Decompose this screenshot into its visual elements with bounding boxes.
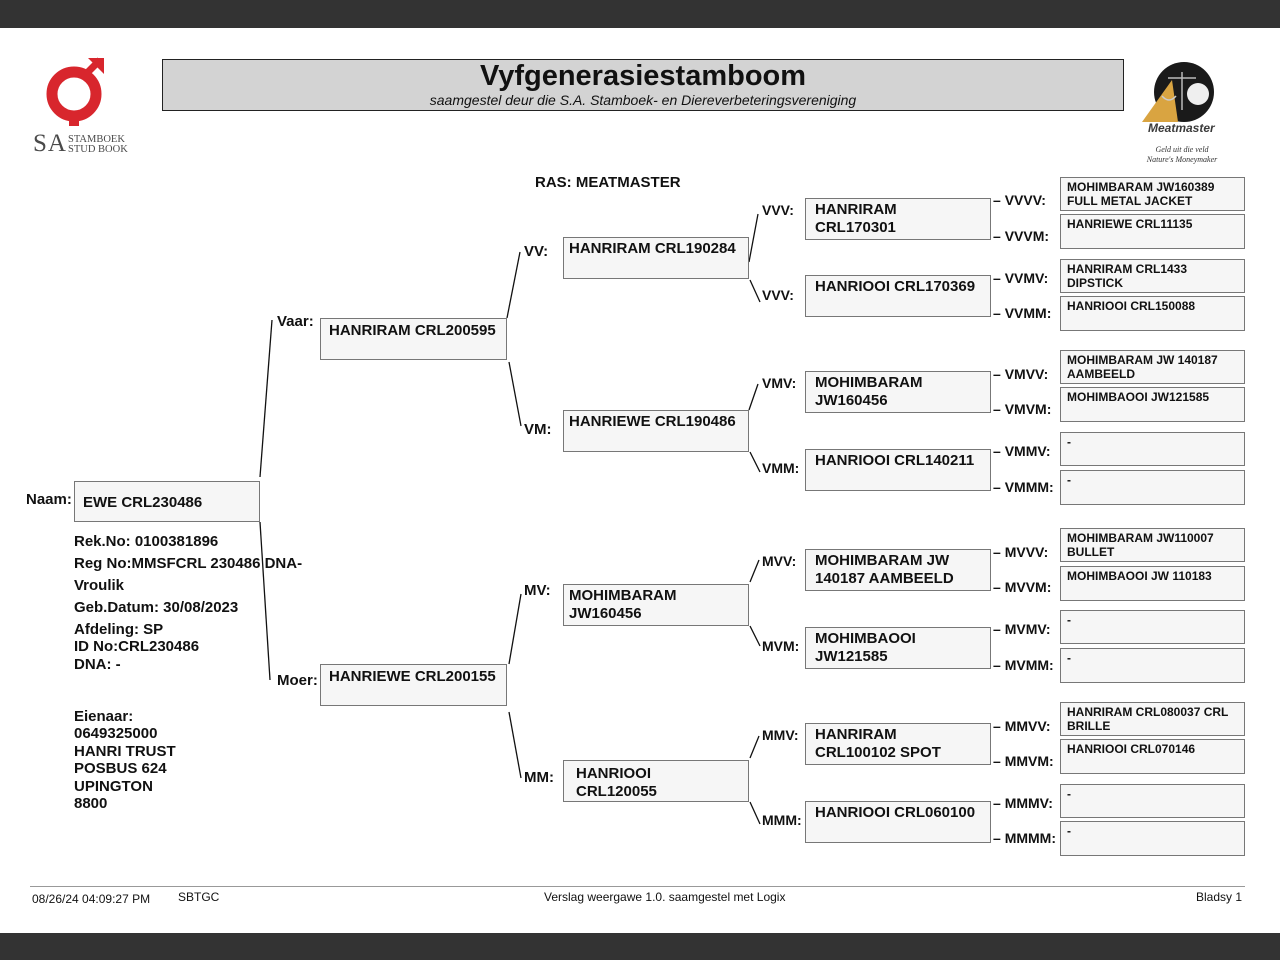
title-box: Vyfgenerasiestamboom saamgestel deur die…: [162, 59, 1124, 111]
section: Afdeling: SP: [74, 621, 164, 638]
gen4-box-vmvv: MOHIMBARAM JW 140187 AAMBEELD: [1060, 350, 1245, 384]
gen2-box-mm: HANRIOOI CRL120055: [563, 760, 749, 802]
gen4-label-vvvm: – VVVM:: [993, 228, 1050, 244]
gen4-box-mvvv: MOHIMBARAM JW110007 BULLET: [1060, 528, 1245, 562]
gen4-box-mmvm: HANRIOOI CRL070146: [1060, 739, 1245, 774]
gen4-box-mvmv: -: [1060, 610, 1245, 644]
dam-box: HANRIEWE CRL200155: [320, 664, 507, 706]
gen4-label-mmmv: – MMMV:: [993, 795, 1053, 811]
gen4-box-mvmm: -: [1060, 648, 1245, 683]
owner-line: POSBUS 624: [74, 760, 167, 778]
studbook-logo-text: STAMBOEK STUD BOOK: [68, 134, 128, 155]
owner-line: 8800: [74, 795, 108, 813]
gen4-box-mmvv: HANRIRAM CRL080037 CRL BRILLE: [1060, 702, 1245, 736]
gen2-label-vm: VM:: [524, 421, 552, 438]
gen3-box-mmv: HANRIRAM CRL100102 SPOT: [805, 723, 991, 765]
gen4-box-vvmm: HANRIOOI CRL150088: [1060, 296, 1245, 331]
gen3-box-vvm: HANRIOOI CRL170369: [805, 275, 991, 317]
sire-box: HANRIRAM CRL200595: [320, 318, 507, 360]
gen3-box-mmm: HANRIOOI CRL060100: [805, 801, 991, 843]
owner-line: 0649325000: [74, 725, 158, 743]
gen4-label-mvvm: – MVVM:: [993, 579, 1052, 595]
page-subtitle: saamgestel deur die S.A. Stamboek- en Di…: [429, 92, 857, 108]
gen4-box-mmmv: -: [1060, 784, 1245, 818]
gen4-box-vmmm: -: [1060, 470, 1245, 505]
footer-report: Verslag weergawe 1.0. saamgestel met Log…: [544, 890, 786, 904]
subject-label: Naam:: [26, 491, 72, 508]
gen3-box-vmm: HANRIOOI CRL140211: [805, 449, 991, 491]
page-title: Vyfgenerasiestamboom: [479, 60, 807, 92]
gen3-box-mvm: MOHIMBAOOI JW121585: [805, 627, 991, 669]
footer-datetime: 08/26/24 04:09:27 PM: [32, 892, 151, 906]
gen4-label-vvmm: – VVMM:: [993, 305, 1052, 321]
sa-logo-text: SA: [33, 130, 67, 157]
gen4-label-mmvv: – MMVV:: [993, 718, 1051, 734]
viewer-top-bar: [0, 0, 1280, 28]
gen4-box-vvvm: HANRIEWE CRL11135: [1060, 214, 1245, 249]
gen4-label-vmmv: – VMMV:: [993, 443, 1051, 459]
gen4-box-mmmm: -: [1060, 821, 1245, 856]
footer-code: SBTGC: [178, 890, 220, 904]
gen2-box-vv: HANRIRAM CRL190284: [563, 237, 749, 279]
meatmaster-emblem-icon: [1142, 62, 1214, 122]
sex: Vroulik: [74, 577, 125, 594]
studbook-symbol-icon: [46, 57, 104, 126]
meatmaster-tagline: Geld uit die veld Nature's Moneymaker: [1146, 145, 1218, 164]
gen4-box-vvmv: HANRIRAM CRL1433 DIPSTICK: [1060, 259, 1245, 293]
owner-line: HANRI TRUST: [74, 742, 176, 760]
gen4-label-vvvv: – VVVV:: [993, 192, 1046, 208]
gen4-label-vmvv: – VMVV:: [993, 366, 1049, 382]
gen3-label-vvm: VVV:: [762, 287, 794, 303]
meatmaster-logo-text: Meatmaster: [1148, 121, 1215, 135]
footer-divider: [30, 886, 1245, 887]
gen4-label-mvmv: – MVMV:: [993, 621, 1051, 637]
gen4-label-mvmm: – MVMM:: [993, 657, 1054, 673]
gen3-label-mmv: MMV:: [762, 727, 799, 743]
gen2-label-vv: VV:: [524, 243, 549, 260]
gen3-label-vmm: VMM:: [762, 460, 800, 476]
gen4-label-vmvm: – VMVM:: [993, 401, 1052, 417]
owner-label: Eienaar:: [74, 708, 134, 725]
dna: DNA: -: [74, 656, 121, 673]
gen4-box-vvvv: MOHIMBARAM JW160389 FULL METAL JACKET: [1060, 177, 1245, 211]
breed-label: RAS: MEATMASTER: [535, 174, 681, 191]
gen3-label-vvv: VVV:: [762, 202, 794, 218]
gen4-box-vmmv: -: [1060, 432, 1245, 466]
gen3-label-mvm: MVM:: [762, 638, 800, 654]
gen4-box-mvvm: MOHIMBAOOI JW 110183: [1060, 566, 1245, 601]
gen3-label-mvv: MVV:: [762, 553, 797, 569]
viewer-bottom-bar: [0, 933, 1280, 960]
gen4-label-mmvm: – MMVM:: [993, 753, 1054, 769]
gen4-box-vmvm: MOHIMBAOOI JW121585: [1060, 387, 1245, 422]
birth-date: Geb.Datum: 30/08/2023: [74, 599, 239, 616]
id-no: ID No:CRL230486: [74, 638, 200, 655]
meatmaster-logo: Meatmaster Geld uit die veld Nature's Mo…: [1138, 60, 1222, 166]
gen2-label-mm: MM:: [524, 769, 554, 786]
gen4-label-vmmm: – VMMM:: [993, 479, 1054, 495]
gen4-label-vvmv: – VVMV:: [993, 270, 1049, 286]
owner-line: UPINGTON: [74, 777, 153, 795]
sire-label: Vaar:: [277, 313, 314, 330]
dam-label: Moer:: [277, 672, 318, 689]
gen2-label-mv: MV:: [524, 582, 551, 599]
gen4-label-mmmm: – MMMM:: [993, 830, 1056, 846]
gen3-label-vmv: VMV:: [762, 375, 797, 391]
gen4-label-mvvv: – MVVV:: [993, 544, 1049, 560]
footer-page: Bladsy 1: [1196, 890, 1243, 904]
gen2-box-vm: HANRIEWE CRL190486: [563, 410, 749, 452]
gen2-box-mv: MOHIMBARAM JW160456: [563, 584, 749, 626]
subject-name-box: EWE CRL230486: [74, 481, 260, 522]
gen3-box-mvv: MOHIMBARAM JW 140187 AAMBEELD: [805, 549, 991, 591]
gen3-label-mmm: MMM:: [762, 812, 802, 828]
sa-studbook-logo: SA STAMBOEK STUD BOOK: [30, 56, 140, 160]
owner-block: Eienaar: 0649325000 HANRI TRUST POSBUS 6…: [74, 708, 176, 812]
rek-no: Rek.No: 0100381896: [74, 533, 219, 550]
gen3-box-vvv: HANRIRAM CRL170301: [805, 198, 991, 240]
gen3-box-vmv: MOHIMBARAM JW160456: [805, 371, 991, 413]
reg-no: Reg No:MMSFCRL 230486 DNA-: [74, 555, 303, 572]
